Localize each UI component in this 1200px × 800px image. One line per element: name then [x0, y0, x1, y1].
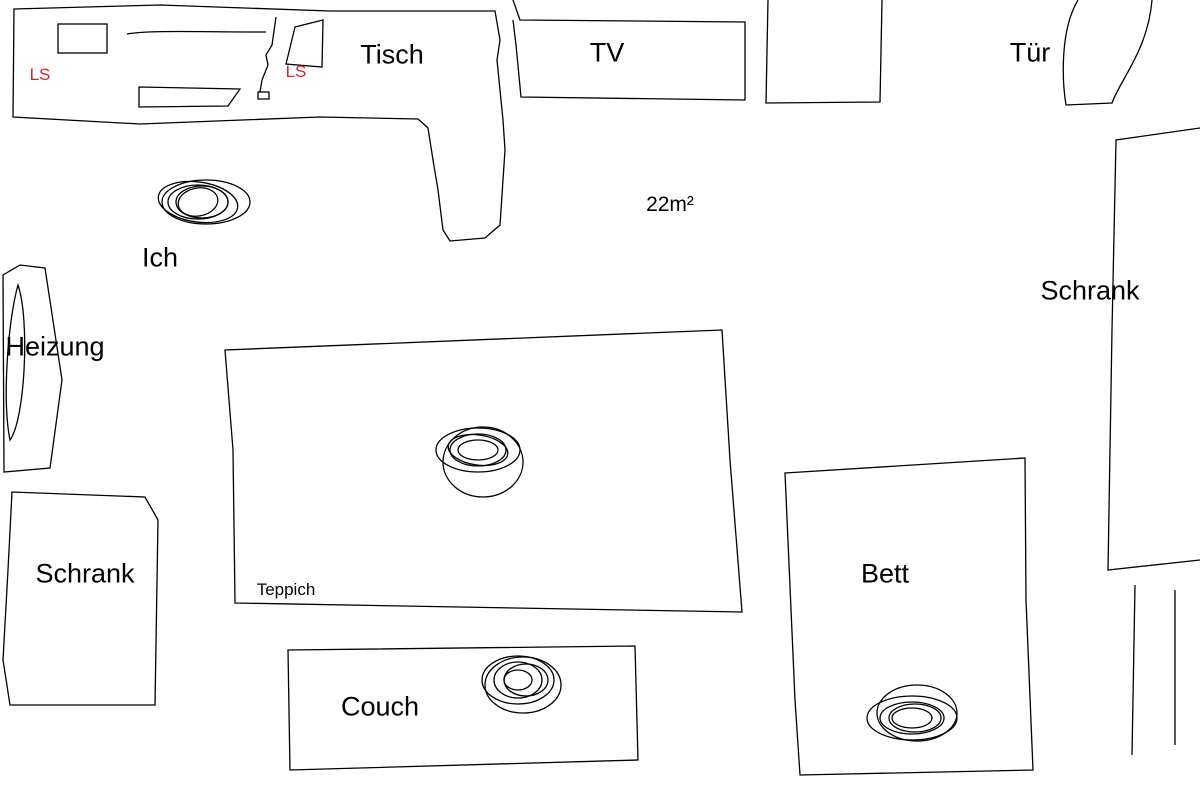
label-bed: Bett: [860, 558, 910, 589]
label-carpet: Teppich: [256, 580, 316, 599]
bed-outline: [784, 457, 1034, 776]
scribble-marker: [866, 684, 958, 742]
carpet-outline: [224, 329, 743, 613]
door-outline: [1062, 0, 1153, 106]
tv-outline: [512, 0, 746, 101]
cable-squiggle: [259, 16, 277, 93]
label-tv: TV: [589, 37, 625, 68]
cabinet-top-outline: [765, 0, 883, 104]
desk-outline: [12, 4, 506, 242]
keyboard-shape: [138, 86, 242, 108]
label-speaker-left: LS: [29, 65, 51, 84]
label-door: Tür: [1009, 37, 1051, 68]
scribble-marker: [435, 426, 524, 498]
couch-outline: [287, 645, 639, 771]
wall-line: [1131, 584, 1136, 756]
mouse-shape: [257, 91, 270, 100]
label-me: Ich: [141, 242, 179, 273]
wardrobe-right-outline: [1107, 127, 1200, 571]
label-couch: Couch: [340, 691, 420, 722]
label-heater: Heizung: [5, 331, 105, 362]
heater-outline: [2, 264, 63, 473]
heater-inner: [5, 282, 26, 442]
monitor-shape: [57, 23, 108, 54]
scribble-marker: [481, 655, 562, 714]
label-wardrobe-right: Schrank: [1040, 275, 1140, 306]
label-area: 22m²: [646, 193, 694, 216]
desk-line: [126, 30, 267, 35]
wardrobe-left-outline: [2, 491, 159, 706]
scribble-marker: [157, 179, 251, 225]
speaker-shape: [285, 19, 324, 68]
label-desk: Tisch: [360, 39, 424, 70]
label-wardrobe-left: Schrank: [35, 558, 135, 589]
label-speaker-right: LS: [285, 62, 307, 81]
